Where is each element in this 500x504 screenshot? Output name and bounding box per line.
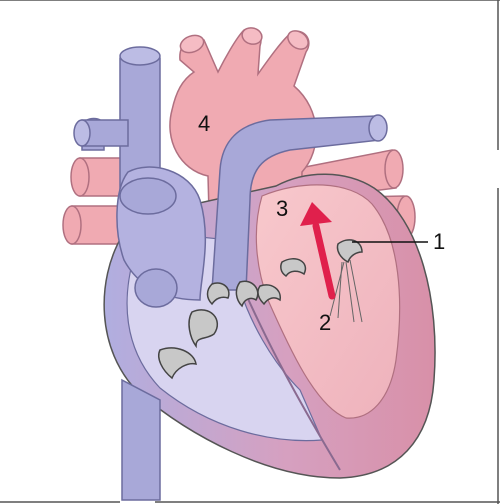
pulmonary-artery xyxy=(73,114,388,291)
chordae-tendineae xyxy=(329,259,363,323)
pulmonary-valve-cusp-1 xyxy=(206,282,230,306)
aortic-valve-cusp-1 xyxy=(280,258,307,278)
right-atrium xyxy=(116,166,207,308)
blood-flow-arrow xyxy=(300,202,336,300)
tricuspid-valve-cusp-2 xyxy=(158,347,197,380)
pulmonary-valve-cusp-2 xyxy=(235,280,259,308)
label-4: 4 xyxy=(198,111,210,136)
label-2: 2 xyxy=(319,310,331,335)
mitral-valve-cusp xyxy=(336,239,363,264)
septum xyxy=(243,289,341,471)
tricuspid-valve-cusp-1 xyxy=(188,309,219,349)
label-3: 3 xyxy=(276,196,288,221)
valves xyxy=(158,239,363,380)
label-1: 1 xyxy=(433,229,445,254)
